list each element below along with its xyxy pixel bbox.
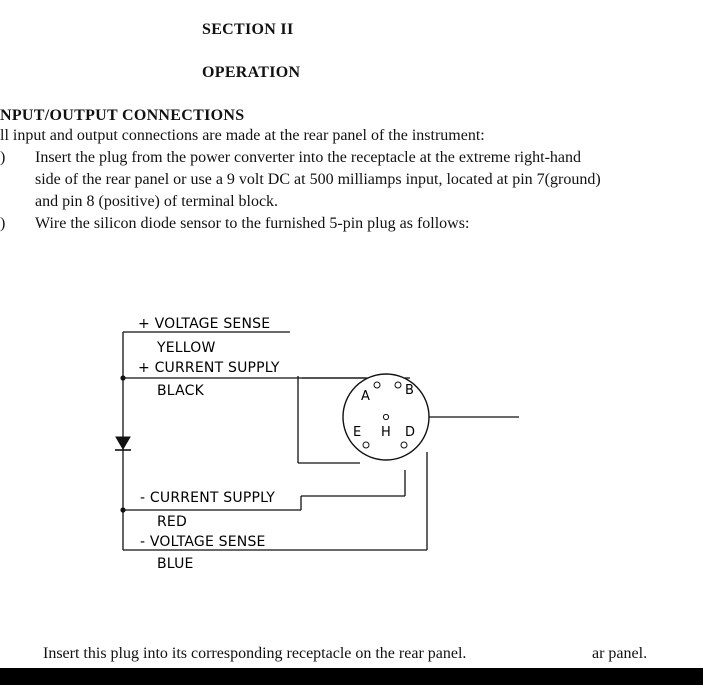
label-voltage-sense-neg: - VOLTAGE SENSE bbox=[140, 534, 266, 550]
section-title: SECTION II bbox=[202, 21, 294, 38]
operation-title: OPERATION bbox=[202, 64, 301, 81]
connections-heading: NPUT/OUTPUT CONNECTIONS bbox=[0, 107, 245, 124]
footer-fragment: ar panel. bbox=[592, 645, 648, 662]
pin-label-h: H bbox=[381, 425, 391, 440]
item-a-line-2: side of the rear panel or use a 9 volt D… bbox=[35, 171, 601, 188]
footer-instruction: Insert this plug into its corresponding … bbox=[43, 645, 467, 662]
label-voltage-sense-pos: + VOLTAGE SENSE bbox=[138, 316, 270, 332]
item-b-text: Wire the silicon diode sensor to the fur… bbox=[35, 215, 470, 232]
label-blue: BLUE bbox=[157, 556, 194, 572]
label-black: BLACK bbox=[157, 383, 205, 399]
junction-dot-upper bbox=[120, 375, 126, 381]
diode-symbol-icon bbox=[115, 436, 131, 451]
pin-label-b: B bbox=[405, 383, 414, 398]
scan-edge-bar bbox=[0, 668, 703, 685]
five-pin-connector bbox=[342, 373, 430, 461]
pin-label-a: A bbox=[361, 389, 370, 404]
label-current-supply-neg: - CURRENT SUPPLY bbox=[140, 490, 275, 506]
junction-dot-lower bbox=[120, 507, 126, 513]
label-current-supply-pos: + CURRENT SUPPLY bbox=[138, 360, 280, 376]
item-a-line-3: and pin 8 (positive) of terminal block. bbox=[35, 193, 279, 210]
label-red: RED bbox=[157, 514, 187, 530]
item-b-marker: ) bbox=[0, 215, 6, 232]
label-yellow: YELLOW bbox=[156, 340, 216, 356]
pin-label-d: D bbox=[405, 425, 415, 440]
pin-label-e: E bbox=[353, 425, 361, 440]
item-a-line-1: Insert the plug from the power converter… bbox=[35, 149, 581, 166]
intro-paragraph: ll input and output connections are made… bbox=[0, 127, 485, 144]
item-a-marker: ) bbox=[0, 149, 6, 166]
